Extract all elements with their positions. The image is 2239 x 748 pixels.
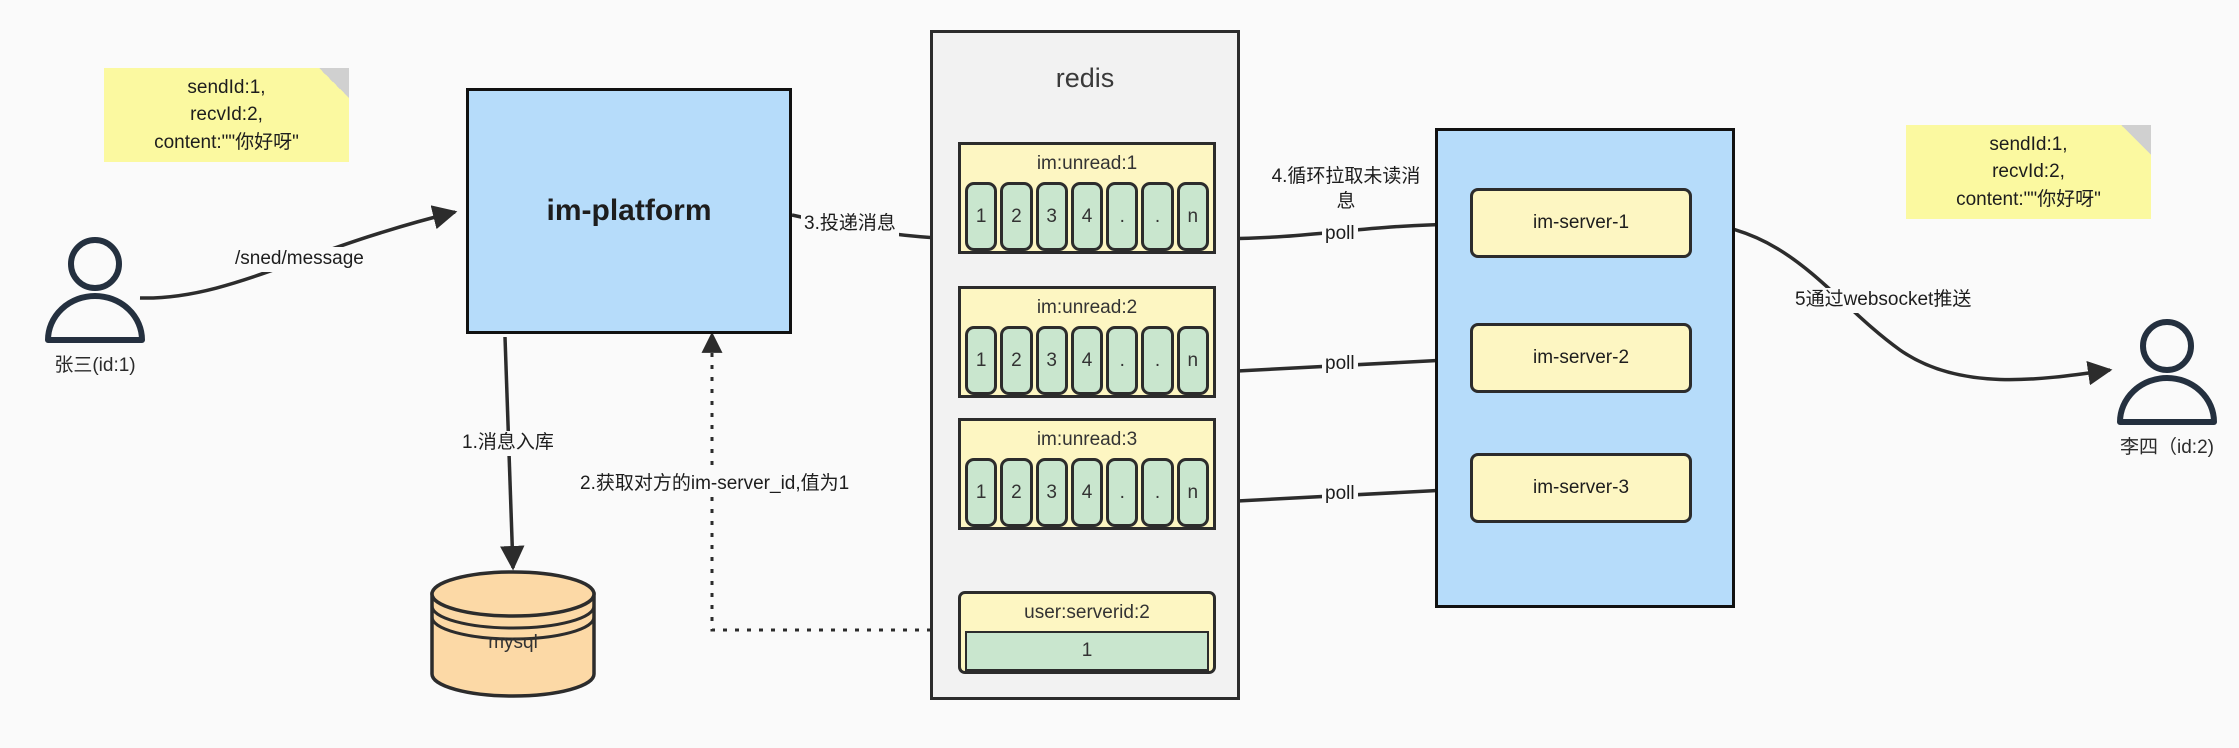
redis-queue-2-name: im:unread:3 <box>1036 428 1138 450</box>
queue-cell: . <box>1141 326 1174 395</box>
redis-title: redis <box>1055 63 1115 93</box>
redis-kv-key: user:serverid:2 <box>1024 601 1150 623</box>
im-server-3[interactable]: im-server-3 <box>1470 453 1692 523</box>
note-right: sendId:1, recvId:2, content:""你好呀" <box>1906 125 2151 219</box>
edge-label-poll-1: poll <box>1322 222 1358 247</box>
actor-sender-label: 张三(id:1) <box>54 355 136 376</box>
edge-label-step5: 5通过websocket推送 <box>1792 288 1975 313</box>
im-server-3-label: im-server-3 <box>1532 477 1630 498</box>
note-left-text: sendId:1, recvId:2, content:""你好呀" <box>154 76 299 153</box>
note-right-text: sendId:1, recvId:2, content:""你好呀" <box>1956 133 2101 210</box>
redis-queue-1[interactable]: im:unread:2 1 2 3 4 . . n <box>958 286 1216 398</box>
queue-cell: . <box>1106 182 1139 251</box>
queue-cell: 2 <box>1000 326 1033 395</box>
edge-label-step3: 3.投递消息 <box>801 212 899 237</box>
edge-label-send-message: /sned/message <box>232 247 367 272</box>
im-server-1-label: im-server-1 <box>1532 212 1630 233</box>
queue-cell: n <box>1176 458 1209 527</box>
queue-cell: 3 <box>1035 326 1068 395</box>
edge-label-poll-2: poll <box>1322 352 1358 377</box>
database-icon <box>430 570 596 698</box>
redis-queue-1-name: im:unread:2 <box>1036 296 1138 318</box>
queue-cell: 1 <box>965 458 998 527</box>
queue-cell: . <box>1141 458 1174 527</box>
redis-kv-value: 1 <box>965 631 1209 671</box>
queue-cell: . <box>1106 326 1139 395</box>
note-left: sendId:1, recvId:2, content:""你好呀" <box>104 68 349 162</box>
redis-queue-2-cells: 1 2 3 4 . . n <box>961 458 1213 531</box>
im-server-1[interactable]: im-server-1 <box>1470 188 1692 258</box>
redis-kv-block[interactable]: user:serverid:2 1 <box>958 591 1216 674</box>
note-fold-icon <box>319 68 349 98</box>
actor-receiver-label: 李四（id:2) <box>2120 437 2214 458</box>
im-server-2[interactable]: im-server-2 <box>1470 323 1692 393</box>
queue-cell: n <box>1176 182 1209 251</box>
queue-cell: 3 <box>1035 458 1068 527</box>
actor-sender: 张三(id:1) <box>30 236 160 377</box>
redis-queue-0[interactable]: im:unread:1 1 2 3 4 . . n <box>958 142 1216 254</box>
queue-cell: 2 <box>1000 458 1033 527</box>
queue-cell: 1 <box>965 182 998 251</box>
queue-cell: 1 <box>965 326 998 395</box>
edge-label-step4: 4.循环拉取未读消 息 <box>1256 165 1436 215</box>
queue-cell: . <box>1141 182 1174 251</box>
queue-cell: 4 <box>1070 326 1104 395</box>
redis-queue-0-name: im:unread:1 <box>1036 152 1138 174</box>
mysql-database[interactable]: mysql <box>428 570 598 698</box>
edge-label-step2: 2.获取对方的im-server_id,值为1 <box>577 472 853 497</box>
redis-queue-0-cells: 1 2 3 4 . . n <box>961 182 1213 255</box>
note-fold-icon <box>2121 125 2151 155</box>
actor-receiver: 李四（id:2) <box>2102 318 2232 459</box>
user-icon <box>2117 319 2217 425</box>
im-server-2-label: im-server-2 <box>1532 347 1630 368</box>
user-icon <box>45 237 145 343</box>
edge-label-step1: 1.消息入库 <box>459 431 557 456</box>
mysql-label: mysql <box>488 632 538 653</box>
queue-cell: 2 <box>1000 182 1033 251</box>
im-platform-label: im-platform <box>546 194 712 227</box>
queue-cell: 4 <box>1070 458 1104 527</box>
redis-queue-1-cells: 1 2 3 4 . . n <box>961 326 1213 399</box>
redis-queue-2[interactable]: im:unread:3 1 2 3 4 . . n <box>958 418 1216 530</box>
queue-cell: . <box>1106 458 1139 527</box>
edge-label-poll-3: poll <box>1322 482 1358 507</box>
queue-cell: 3 <box>1035 182 1068 251</box>
queue-cell: 4 <box>1070 182 1104 251</box>
im-platform-box[interactable]: im-platform <box>466 88 792 334</box>
queue-cell: n <box>1176 326 1209 395</box>
